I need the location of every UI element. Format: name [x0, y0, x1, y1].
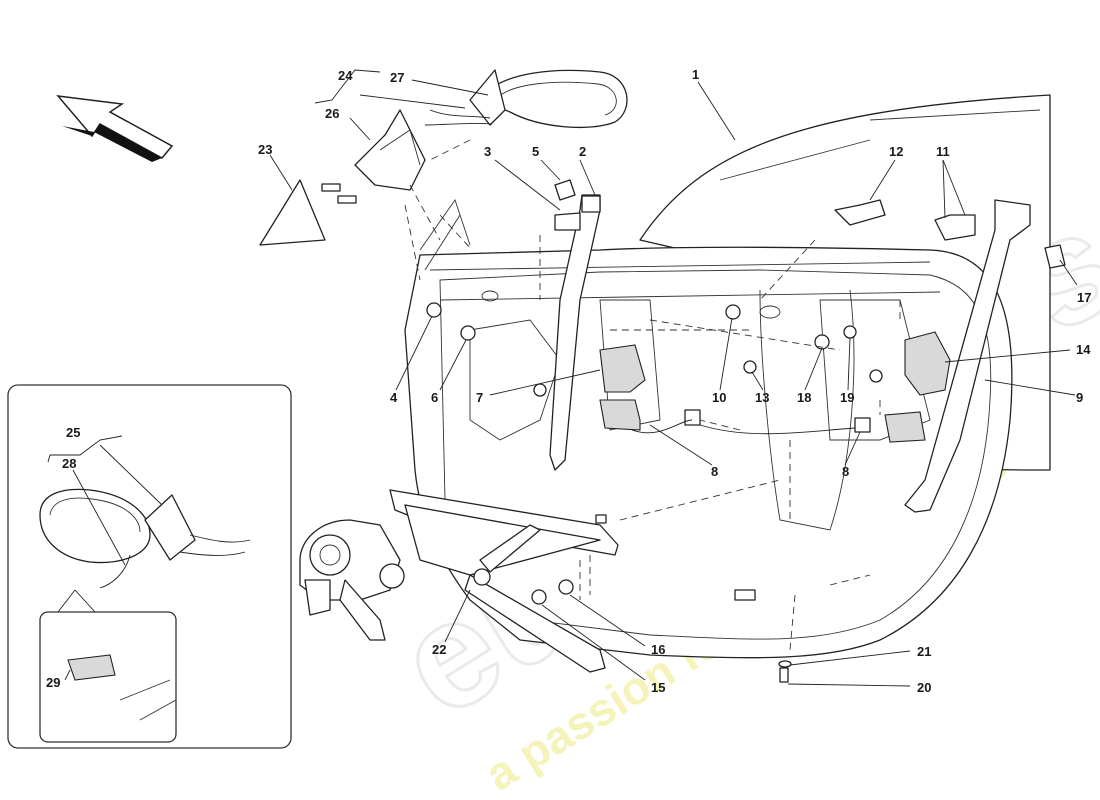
direction-arrow-icon	[56, 95, 174, 162]
guide-rail	[549, 194, 601, 471]
callout-10: 10	[712, 390, 726, 405]
callout-13: 13	[755, 390, 769, 405]
callout-27: 27	[390, 70, 404, 85]
callout-22: 22	[432, 642, 446, 657]
assembly-lines	[404, 139, 901, 651]
callout-1: 1	[692, 67, 699, 82]
callout-24: 24	[338, 68, 353, 83]
callout-3: 3	[484, 144, 491, 159]
bracket	[599, 331, 951, 396]
callout-7: 7	[476, 390, 483, 405]
clip	[554, 179, 1066, 269]
leader-lines	[47, 69, 1078, 687]
callout-14: 14	[1076, 342, 1091, 357]
callout-26: 26	[325, 106, 339, 121]
callout-9: 9	[1076, 390, 1083, 405]
callout-6: 6	[431, 390, 438, 405]
callout-12: 12	[889, 144, 903, 159]
window-regulator	[299, 489, 619, 673]
rear-rail	[904, 199, 1031, 513]
callout-19: 19	[840, 390, 854, 405]
callout-20: 20	[917, 680, 931, 695]
callout-18: 18	[797, 390, 811, 405]
callout-15: 15	[651, 680, 665, 695]
callout-8-right: 8	[842, 464, 849, 479]
callout-5: 5	[532, 144, 539, 159]
detail-inset	[7, 384, 292, 749]
bolt	[321, 183, 883, 683]
callout-23: 23	[258, 142, 272, 157]
callout-25: 25	[66, 425, 80, 440]
mirror-assembly	[259, 69, 628, 246]
clip	[599, 399, 926, 443]
callout-29: 29	[46, 675, 60, 690]
callout-2: 2	[579, 144, 586, 159]
callout-28: 28	[62, 456, 76, 471]
callout-11: 11	[936, 144, 950, 159]
callout-16: 16	[651, 642, 665, 657]
callout-8-left: 8	[711, 464, 718, 479]
callout-4: 4	[390, 390, 398, 405]
callout-17: 17	[1077, 290, 1091, 305]
callout-21: 21	[917, 644, 931, 659]
callout-labels: 1 2 3 4 5 6 7 8 8 9 10 11 12 13 14 15 16…	[46, 67, 1091, 695]
